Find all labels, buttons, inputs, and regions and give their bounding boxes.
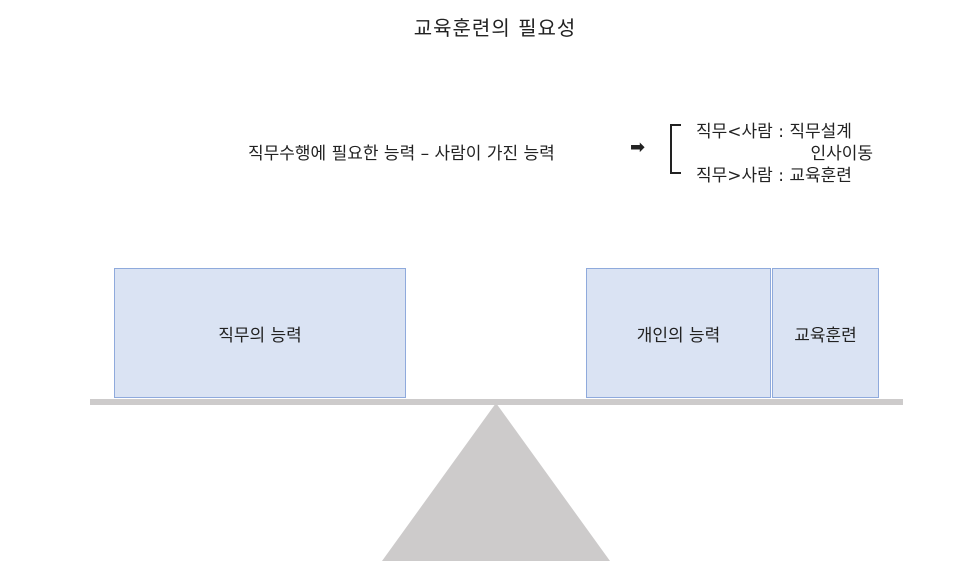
branch-training: 직무>사람 : 교육훈련 — [696, 166, 852, 186]
branch-personnel-transfer: 인사이동 — [810, 144, 873, 164]
training-box: 교육훈련 — [772, 268, 879, 398]
fulcrum-triangle — [382, 403, 610, 561]
ability-gap-formula: 직무수행에 필요한 능력 – 사람이 가진 능력 — [248, 144, 555, 164]
right-arrow-icon: ➡ — [630, 137, 646, 158]
branch-job-design: 직무<사람 : 직무설계 — [696, 122, 852, 142]
personal-ability-box: 개인의 능력 — [586, 268, 771, 398]
job-ability-label: 직무의 능력 — [218, 325, 302, 346]
personal-ability-label: 개인의 능력 — [636, 325, 721, 346]
balance-beam — [90, 399, 903, 405]
training-label: 교육훈련 — [794, 325, 857, 346]
branch-bracket — [670, 124, 681, 174]
job-ability-box: 직무의 능력 — [114, 268, 406, 398]
diagram-title: 교육훈련의 필요성 — [413, 16, 577, 40]
